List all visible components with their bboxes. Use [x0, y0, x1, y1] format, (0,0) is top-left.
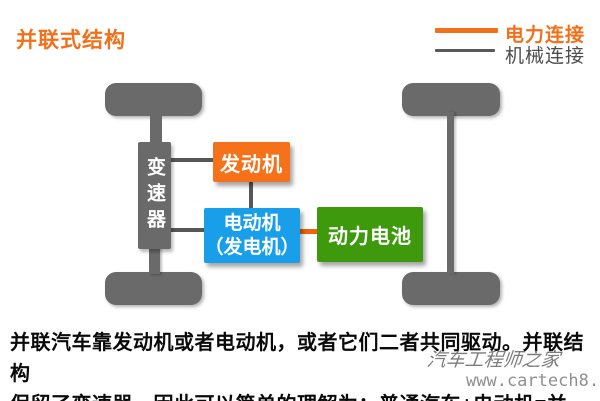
transmission-label: 变速器: [144, 156, 165, 235]
motor-label-line1: 电动机: [223, 212, 281, 234]
battery-label: 动力电池: [328, 226, 412, 248]
wheel-rear-left: [105, 272, 202, 305]
link-engine-motor: [249, 182, 253, 208]
front-axle-stem: [150, 112, 162, 144]
description-paragraph: 并联汽车靠发动机或者电动机，或者它们二者共同驱动。并联结构 保留了变速器，因此可…: [10, 328, 596, 401]
mechanical-connection-line-swatch: [435, 49, 495, 52]
wheel-rear-right: [402, 272, 500, 305]
description-line-1: 并联汽车靠发动机或者电动机，或者它们二者共同驱动。并联结构: [10, 332, 584, 385]
legend-label-mechanical: 机械连接: [505, 46, 586, 67]
transmission-box: 变速器: [138, 142, 171, 249]
watermark-brand-script: 汽车工程师之家: [425, 349, 562, 371]
description-line-2: 保留了变速器，因此可以简单的理解为：普通汽车+电动机=并联。: [10, 390, 596, 401]
page-title: 并联式结构: [16, 29, 126, 52]
motor-generator-box: 电动机 （发电机）: [204, 208, 300, 263]
electric-connection-line-swatch: [435, 28, 498, 33]
transmission-to-wheel-stem: [149, 247, 160, 274]
link-motor-battery-electric: [300, 229, 317, 234]
wheel-front-right: [402, 83, 500, 116]
wheel-front-left: [105, 83, 202, 116]
link-transmission-engine: [171, 158, 213, 162]
engine-label: 发动机: [220, 153, 283, 176]
motor-label-line2: （发电机）: [204, 236, 300, 258]
rear-axle: [447, 112, 454, 274]
watermark-site-url: www.cartech8.com: [466, 371, 600, 391]
power-battery-box: 动力电池: [317, 207, 423, 262]
engine-box: 发动机: [213, 142, 290, 182]
legend-label-electric: 电力连接: [505, 25, 586, 46]
link-transmission-motor: [171, 228, 204, 232]
